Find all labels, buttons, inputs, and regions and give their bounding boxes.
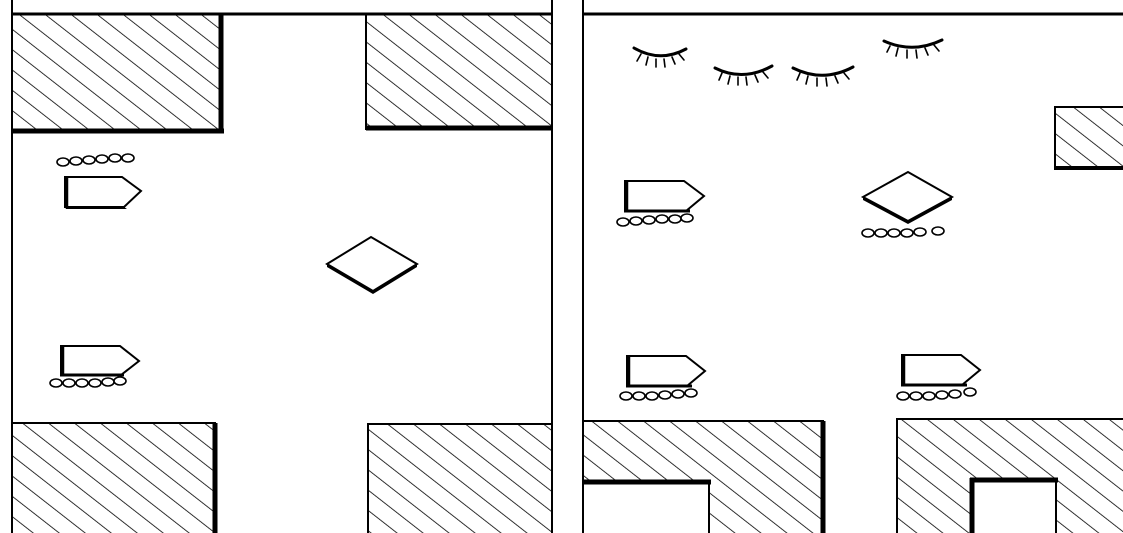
eyelash-row bbox=[634, 40, 942, 86]
hatched-building-top-right bbox=[366, 12, 556, 129]
hatched-building-right-edge bbox=[1055, 107, 1123, 169]
eyelash-3 bbox=[793, 67, 853, 86]
bullet-car-upper bbox=[57, 154, 141, 209]
hatched-building-bottom-left bbox=[10, 423, 215, 533]
hatched-building-top-left bbox=[10, 12, 224, 132]
hatched-building-bottom-left-with-door bbox=[581, 421, 823, 533]
hatched-building-bottom-right-with-door bbox=[897, 419, 1123, 533]
eyelash-2 bbox=[715, 66, 772, 85]
diamond-block-with-wheels bbox=[862, 172, 952, 237]
hatched-building-bottom-right bbox=[368, 424, 556, 533]
wheel-row bbox=[50, 377, 126, 387]
doorway bbox=[970, 478, 1058, 533]
bullet-car-center-lower bbox=[897, 355, 980, 400]
bullet-car-left-lower bbox=[620, 356, 705, 400]
doorway bbox=[581, 480, 711, 533]
wheel-row bbox=[617, 214, 693, 226]
wheel-row bbox=[897, 388, 976, 400]
wheel-row bbox=[620, 389, 697, 400]
bullet-car-left-upper bbox=[617, 181, 704, 226]
bullet-car-lower bbox=[50, 346, 139, 387]
eyelash-4 bbox=[884, 40, 942, 58]
right-panel bbox=[581, 0, 1123, 533]
left-panel bbox=[10, 0, 556, 533]
eyelash-1 bbox=[634, 48, 686, 67]
diamond-block bbox=[327, 237, 417, 294]
wheel-row bbox=[862, 227, 944, 237]
pebble-row bbox=[57, 154, 134, 166]
